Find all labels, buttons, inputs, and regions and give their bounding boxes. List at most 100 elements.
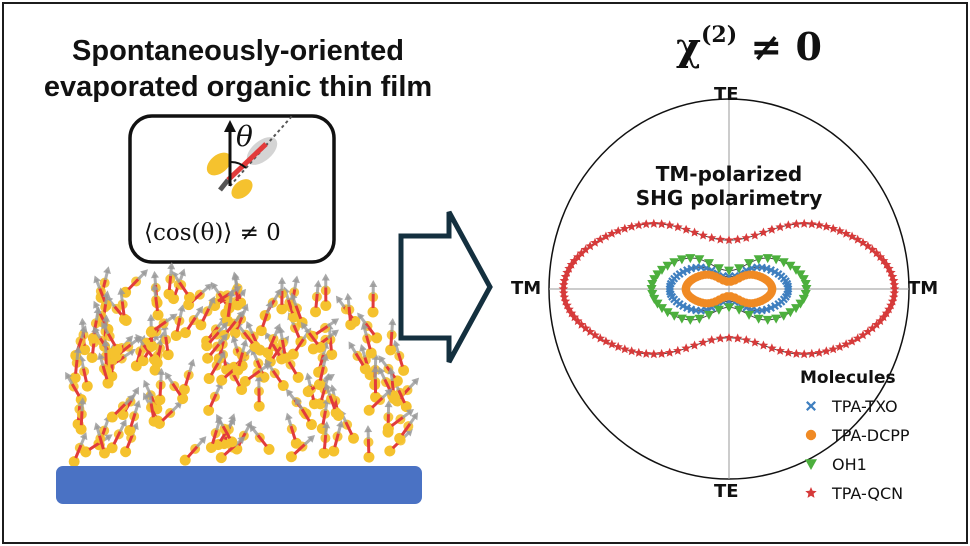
- molecule-arrowhead: [384, 388, 393, 397]
- polar-data-point: [694, 314, 705, 324]
- molecule-dipole: [294, 338, 305, 352]
- molecule-arrowhead: [294, 397, 302, 406]
- molecule-arrowhead: [231, 273, 240, 281]
- polar-data-point-stroke: [683, 303, 691, 312]
- substrate: [56, 466, 422, 504]
- polar-data-point: [656, 219, 667, 229]
- molecule-arrowhead: [237, 436, 246, 445]
- molecule-dipole: [307, 332, 319, 346]
- molecule-lobe: [137, 355, 149, 367]
- molecule: [239, 362, 272, 387]
- polar-data-point: [724, 332, 734, 342]
- polar-data-point: [595, 234, 606, 244]
- polar-data-point: [673, 222, 683, 232]
- polar-data-point: [590, 330, 600, 340]
- molecule-lobe: [145, 326, 157, 338]
- molecule-dipole: [328, 395, 337, 410]
- molecule-lobe: [398, 364, 410, 376]
- molecule-dipole: [364, 322, 376, 336]
- molecule-arrowhead: [378, 355, 386, 364]
- molecule-dipole: [293, 443, 306, 456]
- molecule-lobe: [400, 401, 412, 413]
- polar-data-point: [601, 231, 611, 241]
- polar-data-point: [771, 314, 782, 324]
- polar-data-point-stroke: [784, 282, 793, 291]
- molecule-arrowhead: [326, 373, 335, 382]
- molecule-arrowhead: [405, 408, 414, 417]
- molecule-arrowhead: [273, 323, 282, 332]
- polar-data-point: [835, 226, 845, 236]
- molecule-arrowhead: [216, 413, 224, 423]
- molecule-arrowhead: [364, 425, 373, 433]
- molecule-arrowhead: [195, 305, 204, 314]
- molecule-dipole: [322, 434, 328, 450]
- molecule-dipole: [267, 335, 277, 350]
- molecule-lobe: [180, 327, 192, 339]
- polar-data-point: [878, 312, 889, 322]
- polar-data-point: [703, 259, 714, 269]
- molecule: [180, 305, 204, 339]
- polar-label-right-tm: TM: [908, 278, 939, 299]
- polar-data-point: [585, 326, 595, 336]
- molecule-lobe: [216, 374, 228, 386]
- legend-label-oh1: OH1: [832, 455, 867, 474]
- molecule: [328, 420, 344, 457]
- polar-data-point: [799, 218, 809, 228]
- molecule-arrowhead: [73, 345, 82, 354]
- polar-data-point-stroke: [683, 266, 691, 275]
- molecule-dipole: [98, 435, 105, 450]
- molecule-arrowhead: [78, 317, 87, 326]
- polar-data-point: [676, 314, 687, 324]
- molecule: [65, 371, 87, 406]
- left-title-line1: Spontaneously-oriented: [72, 35, 404, 67]
- molecule: [170, 304, 186, 342]
- molecule: [262, 323, 282, 359]
- molecule-lobe: [255, 325, 267, 337]
- polar-data-point: [783, 220, 794, 230]
- polar-data-point: [775, 345, 785, 355]
- molecule-arrowhead: [329, 384, 338, 392]
- molecule-dipole: [208, 331, 220, 344]
- molecule-dipole: [328, 336, 333, 351]
- molecule-lobe: [330, 407, 342, 419]
- polar-data-point: [807, 219, 817, 229]
- polar-data-point: [734, 264, 745, 274]
- molecule-arrowhead: [335, 295, 344, 304]
- molecule-dipole: [294, 305, 303, 320]
- molecule-arrowhead: [274, 288, 282, 297]
- molecule-arrowhead: [369, 280, 378, 288]
- molecule: [106, 394, 136, 423]
- molecule-lobe: [308, 398, 320, 410]
- molecule: [320, 273, 332, 311]
- polar-data-point: [881, 259, 892, 269]
- molecule-lobe: [363, 451, 375, 463]
- molecule-lobe: [320, 299, 332, 311]
- polar-data-point: [741, 335, 752, 345]
- molecule-dipole: [318, 366, 325, 381]
- molecule-arrowhead: [133, 399, 141, 408]
- molecule: [300, 321, 326, 353]
- molecule-arrowhead: [127, 394, 136, 403]
- molecule-lobe: [249, 341, 261, 353]
- molecule: [232, 339, 249, 376]
- molecule-lobe: [345, 319, 357, 331]
- polar-data-point: [753, 255, 764, 265]
- molecule-lobe: [148, 354, 160, 366]
- polar-label-top-te: TE: [714, 84, 739, 105]
- molecule-dipole: [271, 369, 283, 384]
- molecule-dipole: [208, 393, 218, 408]
- polar-data-point: [626, 346, 637, 356]
- angle-arc: [229, 161, 247, 169]
- polar-data-point: [703, 310, 714, 320]
- molecule-dipole: [120, 301, 126, 316]
- polar-data-point: [889, 284, 900, 293]
- molecule-arrowhead: [93, 275, 101, 284]
- molecule-lobe: [314, 341, 326, 353]
- molecule-dipole: [315, 325, 329, 336]
- molecule: [294, 397, 317, 431]
- molecule-dipole: [186, 316, 197, 331]
- polar-data-point: [888, 292, 899, 302]
- molecule-arrowhead: [387, 366, 396, 375]
- legend-marker-tpa-dcpp: [805, 429, 817, 441]
